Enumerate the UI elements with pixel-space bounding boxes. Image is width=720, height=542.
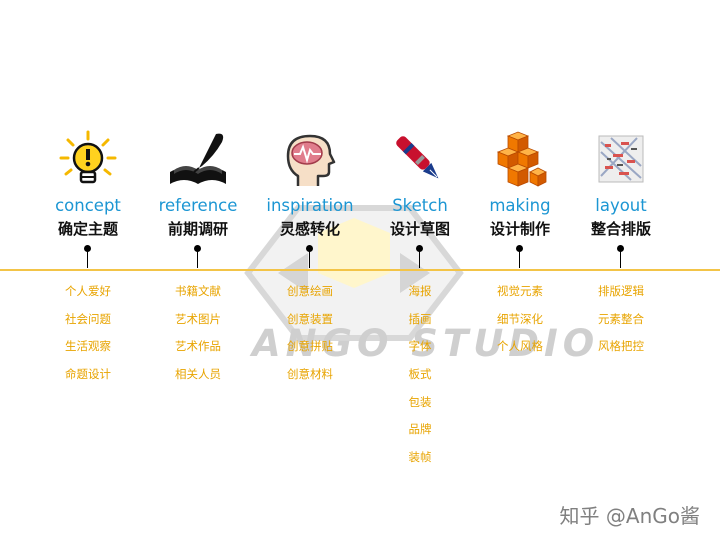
pen-icon [396, 136, 439, 179]
stage-items: 海报 插画 字体 板式 包装 品牌 装帧 [355, 283, 485, 477]
list-item: 社会问题 [65, 311, 111, 326]
lightbulb-icon [59, 130, 117, 184]
list-item: 个人爱好 [65, 284, 111, 298]
layout-collage-icon [598, 135, 644, 183]
timeline-stem [197, 248, 198, 268]
open-book-quill-icon [170, 133, 226, 184]
list-item: 创意绘画 [287, 284, 333, 298]
list-item: 字体 [408, 339, 432, 354]
list-item: 元素整合 [598, 311, 644, 326]
list-item: 排版逻辑 [598, 284, 644, 298]
stage-items: 视觉元素 细节深化 个人风格 [455, 283, 585, 366]
watermark-text: ANGO STUDIO [252, 322, 600, 365]
list-item: 海报 [408, 284, 432, 298]
list-item: 生活观察 [65, 339, 111, 354]
stage-title-zh: 前期调研 [167, 220, 228, 238]
list-item: 风格把控 [598, 339, 644, 354]
timeline-stem [519, 248, 520, 268]
list-item: 包装 [408, 394, 432, 409]
stage-title-zh: 设计草图 [389, 220, 450, 238]
timeline-stem [419, 248, 420, 268]
stage-title-zh: 设计制作 [489, 220, 550, 238]
list-item: 装帧 [408, 450, 432, 465]
cubes-icon [496, 131, 547, 187]
timeline-stem [87, 248, 88, 268]
stage-items: 个人爱好 社会问题 生活观察 命题设计 [23, 283, 153, 394]
list-item: 创意装置 [287, 311, 333, 326]
list-item: 板式 [408, 367, 432, 382]
stage-title-zh: 整合排版 [590, 220, 651, 238]
list-item: 创意拼贴 [287, 339, 333, 354]
list-item: 个人风格 [497, 339, 543, 354]
list-item: 命题设计 [65, 367, 111, 382]
list-item: 品牌 [408, 422, 432, 437]
list-item: 艺术图片 [175, 311, 221, 326]
list-item: 艺术作品 [175, 339, 221, 354]
stage-title-en: Sketch [392, 196, 448, 215]
list-item: 创意材料 [287, 367, 333, 382]
timeline-stem [620, 248, 621, 268]
stage-items: 排版逻辑 元素整合 风格把控 [556, 283, 686, 366]
stage-title-en: concept [55, 196, 121, 215]
timeline-stem [309, 248, 310, 268]
brand-watermark: 知乎 @AnGo酱 [559, 504, 700, 528]
stage-title-en: layout [595, 196, 647, 215]
list-item: 插画 [408, 311, 432, 326]
stage-title-en: making [489, 196, 551, 215]
list-item: 书籍文献 [175, 284, 221, 298]
timeline-line [0, 269, 720, 271]
stage-items: 创意绘画 创意装置 创意拼贴 创意材料 [245, 283, 375, 394]
stage-items: 书籍文献 艺术图片 艺术作品 相关人员 [133, 283, 263, 394]
list-item: 细节深化 [497, 311, 543, 326]
stage-title-en: reference [158, 196, 238, 215]
stage-title-zh: 确定主题 [57, 220, 118, 238]
stage-title-zh: 灵感转化 [279, 220, 340, 238]
list-item: 相关人员 [175, 367, 221, 382]
list-item: 视觉元素 [497, 284, 543, 298]
stage-title-en: inspiration [266, 196, 354, 215]
brain-head-icon [286, 134, 336, 186]
